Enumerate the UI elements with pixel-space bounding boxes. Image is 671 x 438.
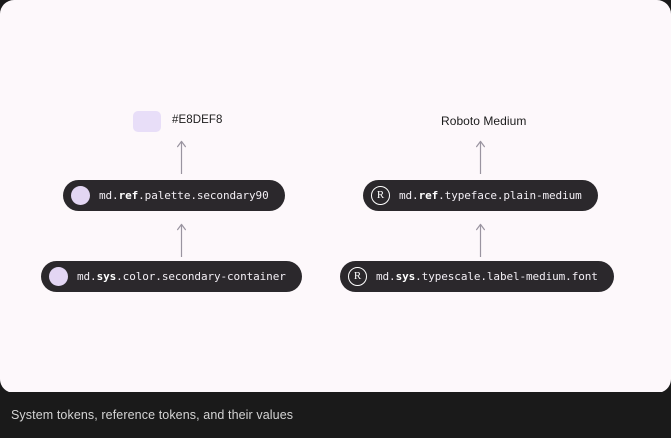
chip-ref-typeface-label: md.ref.typeface.plain-medium [399, 189, 582, 202]
typeface-value-label: Roboto Medium [441, 114, 527, 128]
caption-bar: System tokens, reference tokens, and the… [0, 392, 671, 438]
color-dot-icon [71, 186, 90, 205]
arrow-up-icon-color-top [175, 139, 188, 175]
caption-text: System tokens, reference tokens, and the… [11, 408, 294, 422]
chip-ref-color-label: md.ref.palette.secondary90 [99, 189, 269, 202]
token-chain-typography: Roboto Medium R md.ref.typeface.plain-me… [330, 0, 671, 393]
typeface-value-row: Roboto Medium [441, 108, 526, 134]
token-chain-color: #E8DEF8 md.ref.palette.secondary90 [0, 0, 360, 393]
chip-sys-typescale-label-medium-font[interactable]: R md.sys.typescale.label-medium.font [340, 261, 614, 292]
diagram-stage: #E8DEF8 md.ref.palette.secondary90 [0, 0, 671, 393]
diagram-card: #E8DEF8 md.ref.palette.secondary90 [0, 0, 671, 393]
color-dot-icon [49, 267, 68, 286]
arrow-up-icon-color-bottom [175, 222, 188, 258]
arrow-up-icon-type-bottom [474, 222, 487, 258]
chip-sys-color-secondary-container[interactable]: md.sys.color.secondary-container [41, 261, 302, 292]
chip-ref-typeface-plain-medium[interactable]: R md.ref.typeface.plain-medium [363, 180, 598, 211]
chip-ref-palette-secondary90[interactable]: md.ref.palette.secondary90 [63, 180, 285, 211]
color-swatch-icon [133, 110, 161, 132]
chip-sys-color-label: md.sys.color.secondary-container [77, 270, 286, 283]
roboto-r-icon: R [371, 186, 390, 205]
chip-sys-typescale-label: md.sys.typescale.label-medium.font [376, 270, 598, 283]
color-value-label: #E8DEF8 [172, 114, 223, 127]
color-value-row: #E8DEF8 [133, 108, 223, 134]
arrow-up-icon-type-top [474, 139, 487, 175]
roboto-r-icon: R [348, 267, 367, 286]
